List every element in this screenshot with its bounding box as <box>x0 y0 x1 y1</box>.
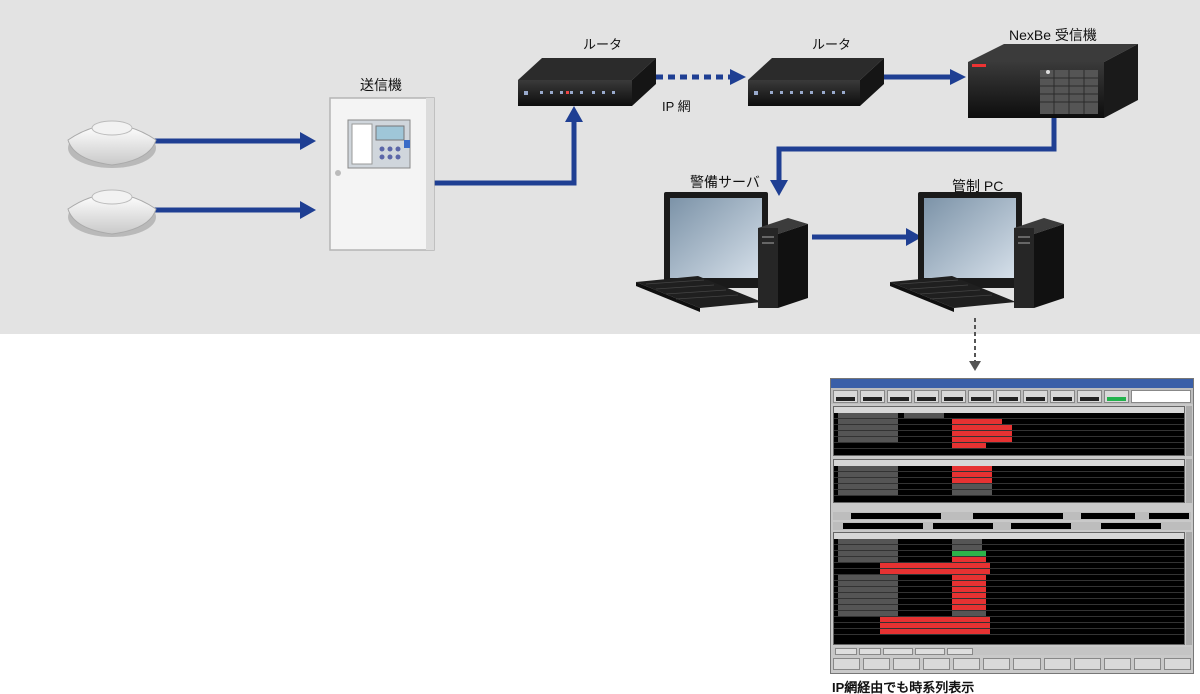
label-control-pc: 管制 PC <box>952 178 1004 194</box>
label-router-1: ルータ <box>583 37 623 52</box>
transmitter-cabinet-icon <box>329 97 435 251</box>
arrow-head-1 <box>300 132 316 150</box>
timeline-screen-thumbnail <box>830 378 1194 674</box>
thumbnail-grid-2 <box>833 459 1185 503</box>
arrow-transmitter-to-router <box>433 122 577 186</box>
thumbnail-grid-1 <box>833 406 1185 456</box>
label-router-2: ルータ <box>812 37 852 52</box>
arrow-head-3 <box>565 106 583 122</box>
label-receiver: NexBe 受信機 <box>1009 27 1097 43</box>
arrow-heads <box>300 69 966 246</box>
thumbnail-toolbar <box>831 388 1193 404</box>
receiver-server-icon <box>968 44 1138 118</box>
screen-caption: IP網経由でも時系列表示 <box>832 680 975 694</box>
router-icon <box>518 58 656 106</box>
smoke-detector-icon <box>67 120 157 168</box>
thumbnail-filter-row-1 <box>833 512 1191 520</box>
arrow-head-5 <box>950 69 966 85</box>
arrow-receiver-to-server <box>776 115 1057 180</box>
label-ip-network: IP 網 <box>662 99 691 114</box>
thumbnail-filter-row-2 <box>833 522 1191 530</box>
thumbnail-grid-3 <box>833 532 1185 645</box>
router-icon <box>748 58 884 106</box>
arrow-pc-to-screen <box>969 318 981 371</box>
smoke-detector-icon <box>67 189 157 237</box>
label-guard-server: 警備サーバ <box>690 174 760 190</box>
desktop-computer-icon <box>636 192 808 312</box>
label-transmitter: 送信機 <box>360 77 402 93</box>
arrow-head-2 <box>300 201 316 219</box>
connection-arrows <box>150 74 1057 240</box>
thumbnail-buttons <box>833 658 1191 670</box>
arrow-head-6 <box>770 180 788 196</box>
arrow-head-4 <box>730 69 746 85</box>
desktop-computer-icon <box>890 192 1064 312</box>
thumbnail-tabs <box>833 647 1191 655</box>
thumbnail-titlebar <box>831 379 1193 388</box>
arrow-head-7 <box>906 228 922 246</box>
